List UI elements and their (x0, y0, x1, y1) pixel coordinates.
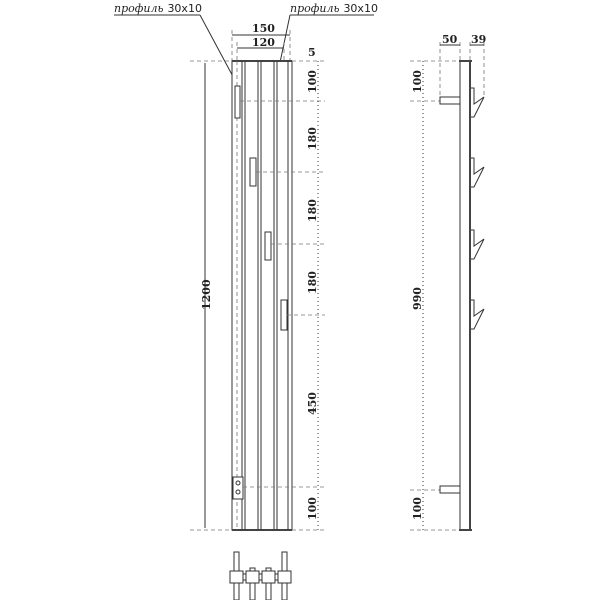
dim-spacing-4: 180 (306, 271, 319, 294)
dim-spacing-3: 180 (306, 199, 319, 222)
dim-width-outer: 150 (252, 22, 275, 35)
dim-spacing-2: 180 (306, 127, 319, 150)
callout-right-word: профиль (290, 2, 339, 15)
profile-2 (249, 157, 257, 187)
side-view: 50 39 100 990 100 (410, 33, 486, 531)
callout-left: профиль 30x10 (114, 2, 253, 113)
dim-width-inner: 120 (252, 36, 275, 49)
dim-depth-mount: 50 (442, 33, 458, 46)
dim-top-offset: 5 (308, 46, 316, 59)
profile-4 (280, 299, 288, 331)
dim-side-bottom: 100 (411, 497, 424, 520)
dim-height-total: 1200 (200, 279, 213, 310)
dim-side-top: 100 (411, 70, 424, 93)
dim-side-middle: 990 (411, 287, 424, 310)
callout-left-size: 30x10 (167, 2, 202, 15)
dim-spacing-1: 100 (306, 70, 319, 93)
top-plan-view (229, 551, 292, 600)
front-view: 150 120 5 1200 (190, 22, 325, 531)
profile-1 (234, 85, 241, 119)
dim-depth-hook: 39 (471, 33, 486, 46)
profile-3 (264, 231, 272, 261)
callout-right: профиль 30x10 (277, 2, 378, 73)
callout-right-size: 30x10 (343, 2, 378, 15)
callout-left-word: профиль (114, 2, 163, 15)
dim-spacing-6: 100 (306, 497, 319, 520)
mount-plate (232, 476, 244, 500)
dim-spacing-5: 450 (306, 392, 319, 415)
